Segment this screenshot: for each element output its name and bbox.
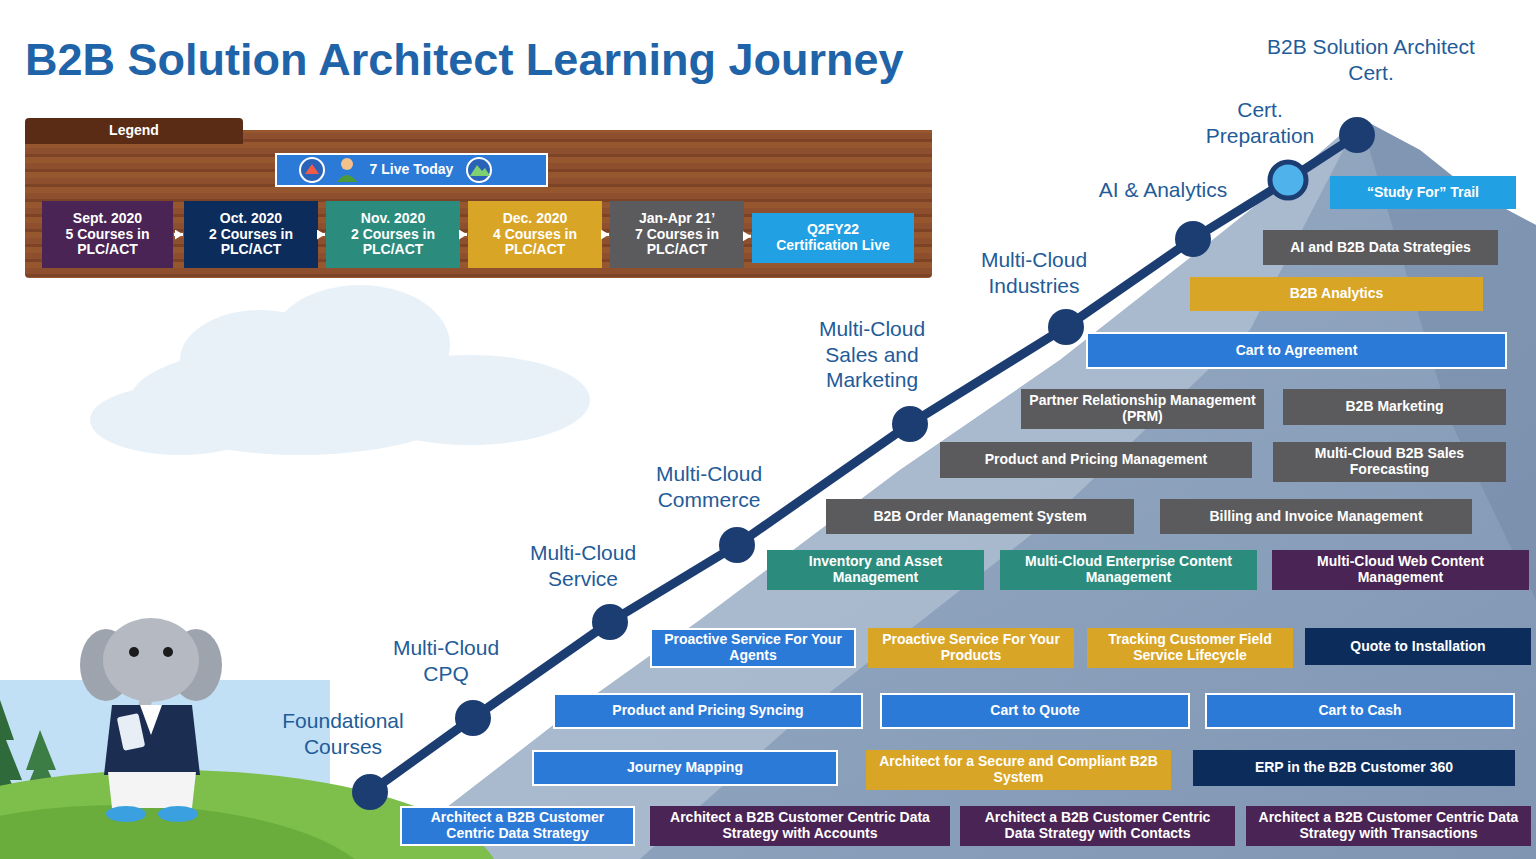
timeline-count: 7 Courses in PLC/ACT (616, 227, 738, 258)
elephant-mascot (80, 618, 222, 822)
course-box: Proactive Service For Your Agents (650, 628, 856, 668)
course-box: Inventory and Asset Management (767, 550, 984, 590)
course-box: ERP in the B2B Customer 360 (1193, 750, 1515, 786)
course-name: B2B Analytics (1290, 286, 1384, 302)
timeline-date: Q2FY22 (807, 222, 859, 238)
timeline-box: Dec. 20204 Courses in PLC/ACT (468, 201, 602, 268)
course-box: Partner Relationship Management (PRM) (1021, 389, 1264, 429)
course-box: B2B Order Management System (826, 499, 1134, 534)
course-box: Product and Pricing Management (940, 442, 1252, 478)
course-box: Multi-Cloud Web Content Management (1272, 550, 1529, 590)
milestone-label: Multi-Cloud Industries (959, 247, 1109, 298)
cloud (90, 285, 590, 455)
course-name: Tracking Customer Field Service Lifecycl… (1095, 632, 1285, 663)
course-name: 7 Live Today (370, 162, 454, 178)
course-name: Proactive Service For Your Products (876, 632, 1066, 663)
course-name: Architect a B2B Customer Centric Data St… (1254, 810, 1523, 841)
hill (0, 805, 380, 859)
legend-heading: Legend (25, 118, 243, 144)
course-name: B2B Marketing (1345, 399, 1443, 415)
live-today-badge: 7 Live Today (275, 153, 548, 187)
milestone-label: Multi-Cloud Commerce (639, 461, 779, 512)
milestone-label: B2B Solution Architect Cert. (1266, 34, 1476, 85)
course-box: AI and B2B Data Strategies (1263, 230, 1498, 265)
milestone-label: AI & Analytics (1073, 177, 1253, 203)
timeline-count: 4 Courses in PLC/ACT (474, 227, 596, 258)
course-name: Proactive Service For Your Agents (660, 632, 846, 663)
timeline-box: Oct. 20202 Courses in PLC/ACT (184, 201, 318, 268)
course-box: Multi-Cloud B2B Sales Forecasting (1273, 442, 1506, 482)
course-name: Inventory and Asset Management (775, 554, 976, 585)
live-today-icons (300, 158, 491, 182)
mountain (380, 118, 1536, 859)
course-name: Multi-Cloud Enterprise Content Managemen… (1008, 554, 1249, 585)
course-name: Architect for a Secure and Compliant B2B… (874, 754, 1163, 785)
course-box: Cart to Quote (880, 693, 1190, 729)
course-box: Architect a B2B Customer Centric Data St… (400, 806, 635, 846)
timeline-date: Dec. 2020 (503, 211, 568, 227)
course-box: Journey Mapping (532, 750, 838, 786)
course-box: Multi-Cloud Enterprise Content Managemen… (1000, 550, 1257, 590)
milestone-label: Cert. Preparation (1190, 97, 1330, 148)
timeline-box: Sept. 20205 Courses in PLC/ACT (42, 201, 173, 268)
timeline-count: 2 Courses in PLC/ACT (190, 227, 312, 258)
milestone-label: Multi-Cloud CPQ (376, 635, 516, 686)
course-name: Architect a B2B Customer Centric Data St… (658, 810, 942, 841)
course-box: Cart to Cash (1205, 693, 1515, 729)
course-box: Proactive Service For Your Products (868, 628, 1074, 668)
timeline-date: Jan-Apr 21’ (639, 211, 715, 227)
course-name: Journey Mapping (627, 760, 743, 776)
timeline-box: Nov. 20202 Courses in PLC/ACT (326, 201, 460, 268)
timeline-count: 5 Courses in PLC/ACT (48, 227, 167, 258)
course-box: Product and Pricing Syncing (553, 693, 863, 729)
milestone-label: Foundational Courses (268, 708, 418, 759)
course-name: “Study For” Trail (1367, 185, 1479, 201)
timeline-arrow (603, 233, 609, 236)
timeline-arrow (174, 233, 183, 236)
course-name: Cart to Quote (990, 703, 1079, 719)
timeline-arrow (745, 235, 751, 238)
course-name: B2B Order Management System (873, 509, 1086, 525)
timeline-count: Certification Live (776, 238, 890, 254)
course-name: ERP in the B2B Customer 360 (1255, 760, 1453, 776)
timeline-arrow (461, 233, 467, 236)
course-name: Multi-Cloud B2B Sales Forecasting (1281, 446, 1498, 477)
course-box: Billing and Invoice Management (1160, 499, 1472, 534)
milestone-label: Multi-Cloud Sales and Marketing (802, 316, 942, 393)
timeline-box: Q2FY22Certification Live (752, 213, 914, 263)
course-box: Architect a B2B Customer Centric Data St… (960, 806, 1235, 846)
course-name: Product and Pricing Syncing (612, 703, 803, 719)
course-name: Quote to Installation (1350, 639, 1485, 655)
timeline-date: Nov. 2020 (361, 211, 425, 227)
legend-panel: Legend 7 Live TodaySept. 20205 Courses in… (25, 118, 932, 278)
timeline-arrow (319, 233, 325, 236)
milestone-label: Multi-Cloud Service (513, 540, 653, 591)
course-name: Billing and Invoice Management (1209, 509, 1422, 525)
course-box: Tracking Customer Field Service Lifecycl… (1087, 628, 1293, 668)
course-box: “Study For” Trail (1330, 176, 1516, 209)
course-name: Architect a B2B Customer Centric Data St… (968, 810, 1227, 841)
timeline-date: Oct. 2020 (220, 211, 282, 227)
course-name: Cart to Agreement (1236, 343, 1358, 359)
course-box: Architect a B2B Customer Centric Data St… (650, 806, 950, 846)
course-name: Partner Relationship Management (PRM) (1029, 393, 1256, 424)
course-box: Architect for a Secure and Compliant B2B… (866, 750, 1171, 790)
course-name: Architect a B2B Customer Centric Data St… (410, 810, 625, 841)
course-box: B2B Marketing (1283, 389, 1506, 425)
course-box: Quote to Installation (1305, 628, 1531, 665)
course-name: AI and B2B Data Strategies (1290, 240, 1471, 256)
timeline-box: Jan-Apr 21’7 Courses in PLC/ACT (610, 201, 744, 268)
course-name: Product and Pricing Management (985, 452, 1207, 468)
timeline-count: 2 Courses in PLC/ACT (332, 227, 454, 258)
course-box: Architect a B2B Customer Centric Data St… (1246, 806, 1531, 846)
timeline-date: Sept. 2020 (73, 211, 142, 227)
course-name: Cart to Cash (1318, 703, 1401, 719)
page-title: B2B Solution Architect Learning Journey (25, 34, 903, 86)
course-name: Multi-Cloud Web Content Management (1280, 554, 1521, 585)
course-box: B2B Analytics (1190, 277, 1483, 311)
course-box: Cart to Agreement (1086, 332, 1507, 369)
